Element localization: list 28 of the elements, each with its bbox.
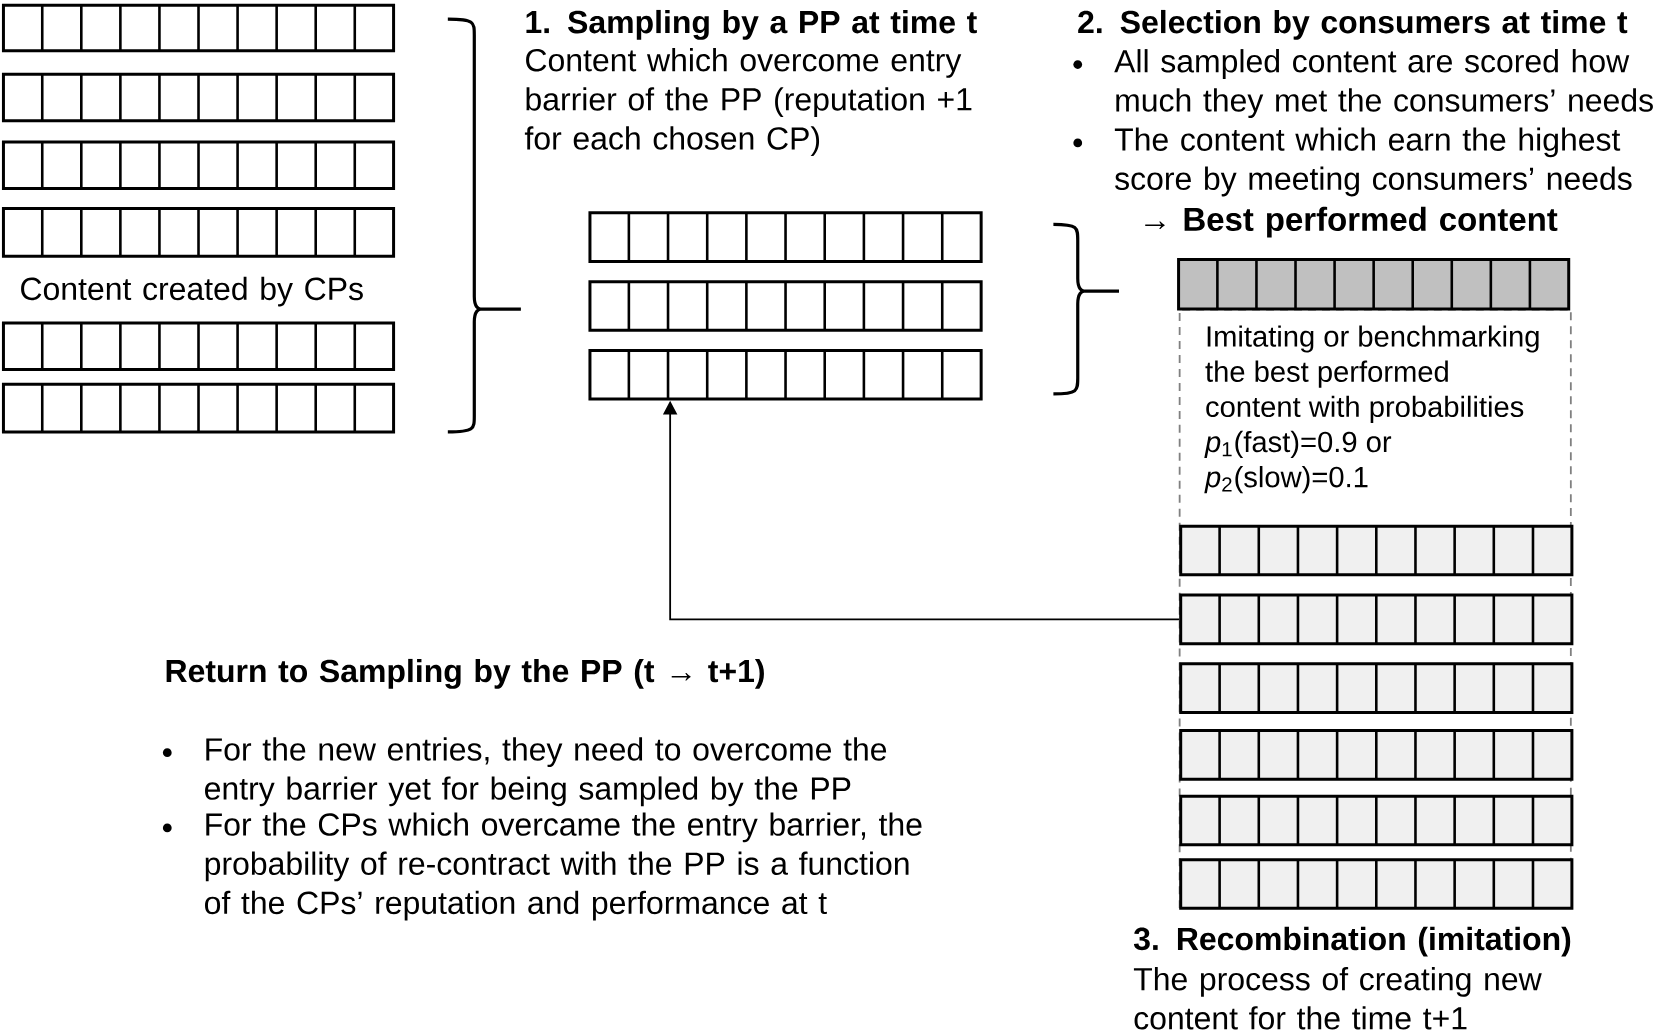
heading: 3. Recombination (imitation) xyxy=(1133,926,1571,957)
body-text: Content created by CPs xyxy=(21,276,363,307)
content-string-bar xyxy=(588,211,983,263)
content-string-bar xyxy=(1,72,396,122)
heading: Return to Sampling by the PP (t → t+1) xyxy=(166,658,764,689)
content-string-bar xyxy=(1177,257,1571,311)
bullet-text: For the new entries, they need to overcome the entry barrier yet for being sampled by the PP xyxy=(205,737,887,807)
bullet-text: For the CPs which overcame the entry barrier, the probability of re-contract with the PP is a function of the CPs’ reputation and performance at t xyxy=(205,812,922,921)
bullet-text: The content which earn the highest score by meeting consumers’ needs xyxy=(1114,127,1632,197)
content-string-bar xyxy=(1179,858,1574,910)
content-string-bar xyxy=(1179,662,1574,714)
content-string-bar xyxy=(1179,593,1574,645)
content-string-bar xyxy=(1,206,396,258)
content-string-bar xyxy=(1,321,396,371)
content-string-bar xyxy=(588,279,983,332)
body-text: Content which overcome entry barrier of the PP (reputation +1 for each chosen CP) xyxy=(524,47,972,156)
content-string-bar xyxy=(1,382,396,434)
heading: → Best performed content xyxy=(1145,206,1558,238)
content-string-bar xyxy=(1,3,396,53)
content-string-bar xyxy=(1179,728,1574,781)
content-string-bar xyxy=(1179,524,1574,577)
bullet-text: All sampled content are scored how much they met the consumers’ needs xyxy=(1114,48,1653,118)
content-string-bar xyxy=(1179,794,1574,847)
content-string-bar xyxy=(1,140,396,190)
heading: 1. Sampling by a PP at time t xyxy=(526,9,977,40)
content-string-bar xyxy=(588,348,983,401)
body-text: The process of creating new content for the time t+1 xyxy=(1133,966,1542,1030)
heading: 2. Selection by consumers at time t xyxy=(1078,9,1628,40)
